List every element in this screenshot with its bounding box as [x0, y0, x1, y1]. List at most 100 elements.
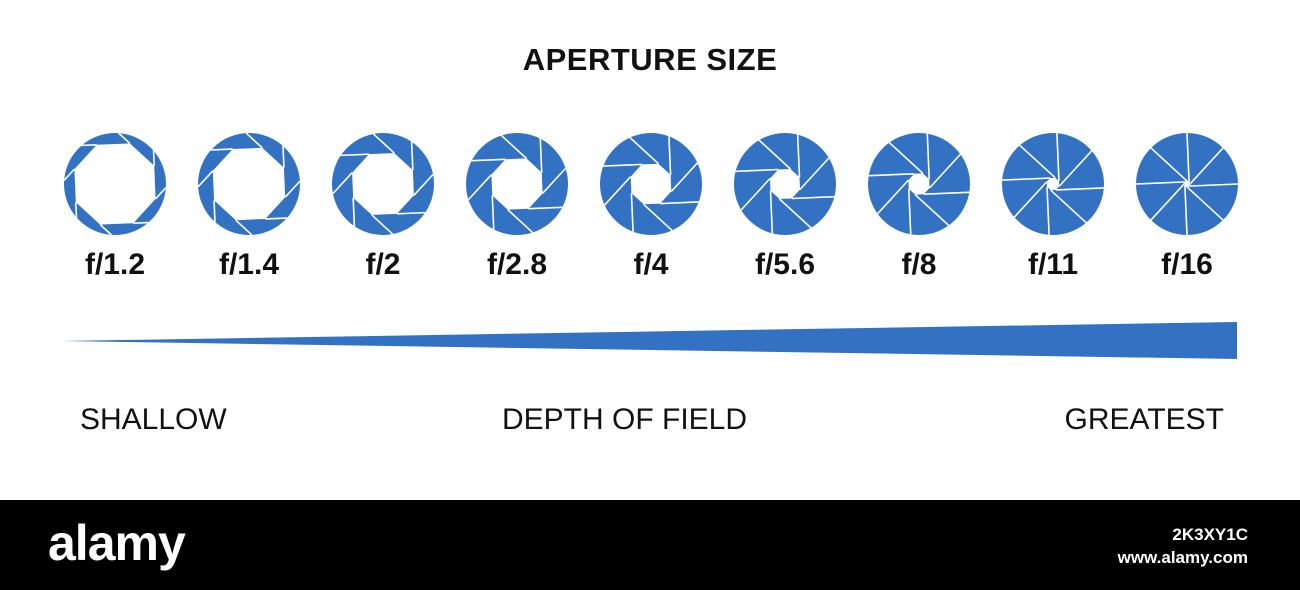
depth-of-field-wedge	[62, 322, 1237, 359]
blade-edge	[491, 195, 495, 230]
blade-edge	[799, 157, 830, 191]
blade-edge	[81, 143, 97, 147]
blade-edge	[1056, 133, 1060, 182]
diagram-title: APERTURE SIZE	[522, 42, 778, 77]
aperture-shape	[1135, 132, 1239, 236]
blade-edge	[907, 188, 912, 235]
aperture-shape	[197, 132, 301, 236]
aperture-icon	[196, 131, 302, 237]
blade-edge	[284, 180, 301, 198]
footer-bar: alamy 2K3XY1C www.alamy.com	[0, 500, 1300, 590]
aperture-icon	[464, 131, 570, 237]
blade-edge	[1058, 150, 1093, 187]
aperture-shape	[1002, 133, 1104, 235]
blade-edge	[74, 202, 78, 218]
blade-edge	[758, 139, 792, 170]
blade-edge	[660, 201, 699, 205]
blade-edge	[1055, 187, 1104, 191]
blade-edge	[868, 172, 915, 177]
blade-edge	[926, 133, 931, 180]
blade-edge	[245, 132, 263, 149]
aperture-blades	[466, 133, 568, 235]
aperture-icon	[62, 131, 168, 237]
blade-edge	[603, 163, 642, 167]
f-stop-label: f/16	[1161, 248, 1213, 281]
blade-edge	[791, 195, 835, 200]
blade-edge	[668, 136, 672, 175]
shallow-label: SHALLOW	[80, 403, 227, 436]
aperture-shape	[734, 133, 836, 235]
aperture-icon	[866, 131, 972, 237]
blade-edge	[500, 134, 527, 159]
blade-edge	[1188, 147, 1224, 186]
aperture-blades	[64, 133, 166, 235]
blade-edge	[235, 219, 253, 236]
blade-edge	[133, 221, 149, 225]
blade-edge	[507, 209, 534, 234]
blade-edge	[99, 224, 112, 236]
blade-edge	[155, 187, 167, 200]
blade-edge	[413, 173, 434, 196]
blade-edge	[372, 133, 395, 154]
blade-edge	[1050, 189, 1087, 224]
alamy-logo: alamy	[48, 515, 186, 571]
site-url: www.alamy.com	[1117, 548, 1248, 567]
blade-edge	[1002, 177, 1051, 181]
depth-of-field-label: DEPTH OF FIELD	[502, 403, 748, 436]
blade-edge	[1186, 132, 1190, 184]
aperture-blades	[868, 133, 970, 235]
blade-edge	[1150, 147, 1189, 183]
blade-edge	[332, 172, 353, 195]
aperture-shape	[63, 132, 167, 236]
blade-edge	[539, 138, 543, 173]
blade-edge	[1184, 184, 1188, 236]
blade-edge	[265, 217, 288, 220]
blade-edge	[740, 177, 771, 211]
greatest-label: GREATEST	[1064, 403, 1224, 436]
blade-edge	[630, 193, 634, 232]
aperture-blades	[600, 133, 702, 235]
blade-edge	[1187, 183, 1239, 187]
blade-edge	[769, 190, 774, 234]
image-id: 2K3XY1C	[1172, 525, 1248, 544]
aperture-icon	[1000, 131, 1106, 237]
f-stop-label: f/2.8	[486, 248, 548, 281]
aperture-blades	[1002, 133, 1104, 235]
blade-edge	[1046, 186, 1050, 235]
aperture-shape	[600, 133, 702, 235]
blade-edge	[152, 150, 156, 166]
blade-edge	[371, 214, 394, 235]
blade-edge	[410, 141, 414, 171]
blade-edge	[282, 145, 285, 168]
blade-edge	[467, 174, 492, 201]
blade-edge	[118, 132, 131, 144]
aperture-icon	[330, 131, 436, 237]
blade-edge	[888, 141, 924, 174]
blade-edge	[197, 170, 214, 188]
aperture-icon	[598, 131, 704, 237]
f-stop-label: f/4	[633, 248, 669, 281]
f-stop-label: f/11	[1027, 248, 1079, 281]
aperture-blades	[198, 133, 300, 235]
blade-edge	[213, 200, 216, 223]
blade-edge	[352, 197, 356, 227]
blade-edge	[603, 176, 632, 206]
blade-edge	[1150, 182, 1186, 221]
blade-edge	[63, 168, 75, 181]
blade-edge	[643, 203, 673, 232]
aperture-shape	[332, 133, 434, 235]
f-stop-label: f/8	[901, 248, 937, 281]
blade-edge	[542, 167, 567, 194]
aperture-icon	[1134, 131, 1240, 237]
blade-edge	[396, 211, 426, 215]
aperture-blades	[734, 133, 836, 235]
f-stop-label: f/5.6	[754, 248, 816, 281]
aperture-icon	[732, 131, 838, 237]
blade-edge	[929, 153, 962, 189]
f-stop-label: f/1.2	[84, 248, 146, 281]
blade-edge	[914, 194, 950, 227]
blade-edge	[778, 198, 812, 229]
blade-edge	[471, 158, 506, 162]
blade-edge	[1019, 144, 1056, 179]
f-stop-label: f/2	[365, 248, 401, 281]
